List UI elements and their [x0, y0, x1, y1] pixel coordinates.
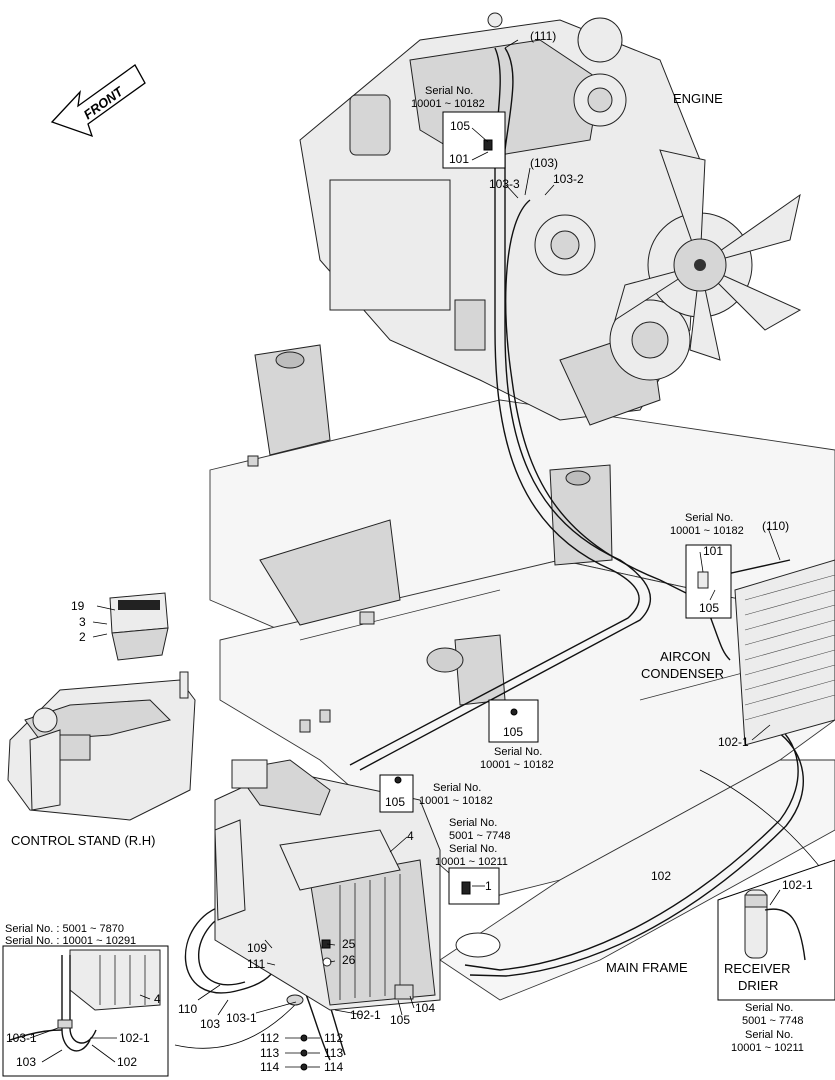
part-103-3: 103-3 [489, 177, 520, 191]
serial-condenser-2: 10001 ~ 10182 [670, 525, 744, 537]
leader-lines [29, 39, 781, 1068]
part-103-2: 103-2 [553, 172, 584, 186]
serial-engine-2: 10001 ~ 10182 [411, 98, 485, 110]
serial-engine-1: Serial No. [425, 85, 473, 97]
washer-stack [300, 1034, 308, 1071]
part-26: 26 [342, 953, 356, 967]
part-105-a: 105 [450, 119, 470, 133]
serial-part1-b: 5001 ~ 7748 [449, 830, 510, 842]
part-111: 111 [247, 957, 266, 971]
serial-part1-d: 10001 ~ 10211 [435, 856, 508, 868]
serial-part1-a: Serial No. [449, 817, 497, 829]
part-103-a: 103 [200, 1017, 220, 1031]
part-4-b: 4 [154, 992, 161, 1006]
drier-label: DRIER [738, 978, 778, 993]
part-103-ref: (103) [530, 156, 558, 170]
serial-drier-b: 5001 ~ 7748 [742, 1015, 803, 1027]
serial-mid-1: Serial No. [494, 746, 542, 758]
part-113-b: 113 [324, 1046, 343, 1060]
serial-condenser-1: Serial No. [685, 512, 733, 524]
serial-box-mid [488, 699, 539, 743]
aircon-condenser-label-2: CONDENSER [641, 666, 724, 681]
part-101-b: 101 [703, 544, 723, 558]
serial-lower-2: 10001 ~ 10182 [419, 795, 493, 807]
serial-inset-a: Serial No. : 5001 ~ 7870 [5, 923, 124, 935]
serial-mid-2: 10001 ~ 10182 [480, 759, 554, 771]
control-stand-label: CONTROL STAND (R.H) [11, 833, 155, 848]
part-104: 104 [415, 1001, 435, 1015]
serial-inset-b: Serial No. : 10001 ~ 10291 [5, 935, 136, 947]
part-105-b: 105 [699, 601, 719, 615]
part-111-ref: (111) [530, 29, 556, 43]
part-103-1-b: 103-1 [6, 1031, 37, 1045]
part-103-1-a: 103-1 [226, 1011, 257, 1025]
part-2: 2 [79, 630, 86, 644]
part-3: 3 [79, 615, 86, 629]
part-112-b: 112 [324, 1031, 343, 1045]
part-110-ref: (110) [762, 519, 789, 533]
serial-drier-d: 10001 ~ 10211 [731, 1042, 804, 1054]
part-102-b: 102 [117, 1055, 137, 1069]
serial-drier-a: Serial No. [745, 1002, 793, 1014]
part-1: 1 [485, 879, 492, 893]
part-114-b: 114 [324, 1060, 343, 1074]
part-4-a: 4 [407, 829, 414, 843]
part-19: 19 [71, 599, 85, 613]
engine-label: ENGINE [673, 91, 723, 106]
part-109: 109 [247, 941, 267, 955]
main-frame-label: MAIN FRAME [606, 960, 688, 975]
engine-assembly [299, 12, 802, 426]
detail-inset [2, 945, 169, 1077]
part-102-1-d: 102-1 [119, 1031, 150, 1045]
aircon-condenser-label-1: AIRCON [660, 649, 711, 664]
part-114-a: 114 [260, 1060, 279, 1074]
part-113-a: 113 [260, 1046, 279, 1060]
serial-lower-1: Serial No. [433, 782, 481, 794]
receiver-label: RECEIVER [724, 961, 790, 976]
part-102-1-a: 102-1 [718, 735, 749, 749]
control-stand [7, 592, 196, 821]
engine-fan [614, 149, 802, 361]
part-102: 102 [651, 869, 671, 883]
part-105-e: 105 [390, 1013, 410, 1027]
part-112-a: 112 [260, 1031, 279, 1045]
part-25: 25 [342, 937, 356, 951]
receiver-drier-inset [717, 859, 835, 1001]
part-103-b: 103 [16, 1055, 36, 1069]
serial-part1-c: Serial No. [449, 843, 497, 855]
aircon-condenser [734, 559, 835, 746]
part-102-1-c: 102-1 [350, 1008, 381, 1022]
part-110: 110 [178, 1002, 197, 1016]
hvac-unit [214, 759, 441, 1011]
main-frame-structure [209, 344, 835, 1001]
front-arrow [50, 64, 146, 138]
part-102-1-b: 102-1 [782, 878, 813, 892]
part-105-d: 105 [385, 795, 405, 809]
part-105-c: 105 [503, 725, 523, 739]
serial-drier-c: Serial No. [745, 1029, 793, 1041]
part-101-a: 101 [449, 152, 469, 166]
